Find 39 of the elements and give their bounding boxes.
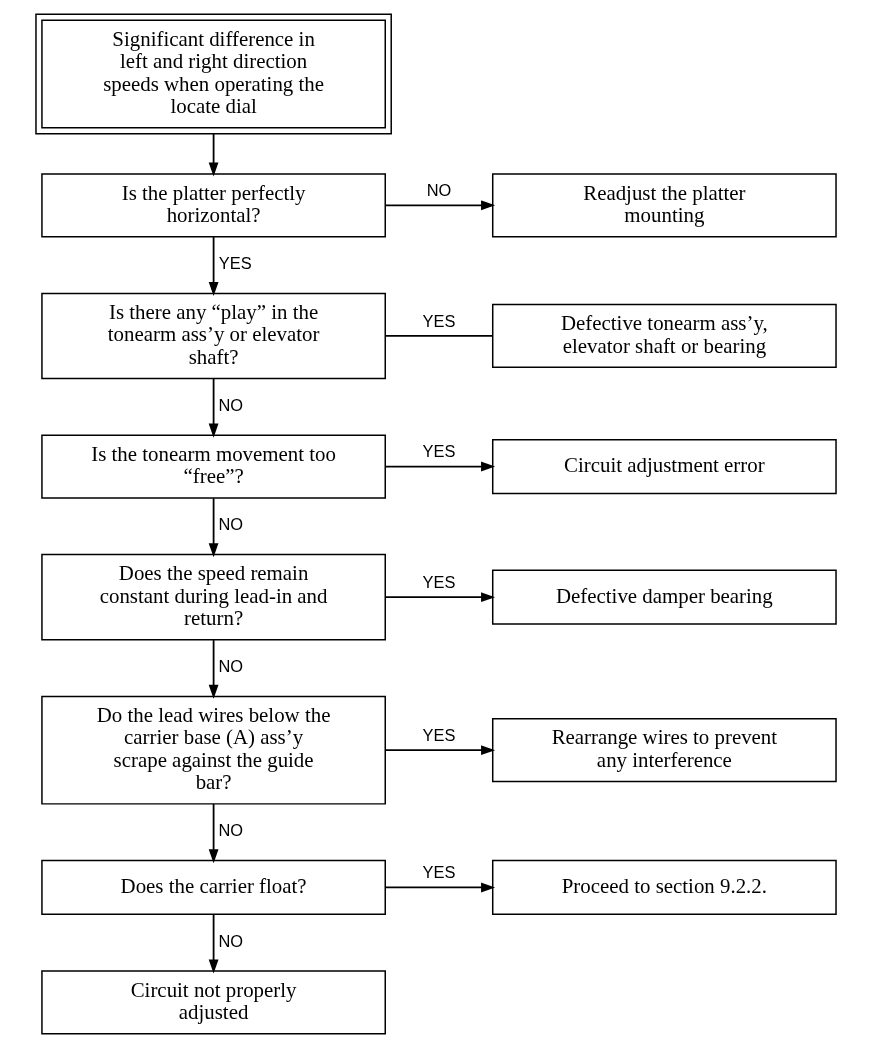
arrow bbox=[208, 377, 218, 438]
arrow bbox=[208, 133, 218, 177]
arrow bbox=[383, 200, 495, 211]
edge-label: NO bbox=[217, 515, 243, 534]
arrow bbox=[383, 882, 495, 893]
arrow bbox=[208, 497, 218, 558]
node-box: Is the tonearm movement too “free”? bbox=[40, 434, 386, 499]
edge-label: NO bbox=[217, 657, 243, 676]
connector bbox=[383, 335, 493, 337]
node-box: Does the carrier float? bbox=[40, 859, 386, 916]
arrow bbox=[208, 803, 218, 864]
arrow bbox=[208, 236, 218, 296]
edge-label: YES bbox=[422, 311, 455, 330]
node-box: Is the platter perfectly horizontal? bbox=[40, 173, 386, 238]
arrow bbox=[208, 639, 218, 699]
edge-label: NO bbox=[217, 931, 243, 950]
node-box: Proceed to section 9.2.2. bbox=[491, 859, 837, 916]
node-box: Circuit adjustment error bbox=[491, 438, 837, 495]
node-box: Rearrange wires to prevent any interference bbox=[491, 718, 837, 783]
edge-label: YES bbox=[422, 863, 455, 882]
node-box: Do the lead wires below the carrier base (A) ass’y scrape against the guide bar? bbox=[40, 695, 386, 805]
edge-label: NO bbox=[426, 181, 451, 200]
arrow bbox=[383, 592, 495, 603]
node-box: Significant difference in left and right direction speeds when operating the locate dial bbox=[34, 13, 392, 135]
arrow bbox=[208, 913, 218, 974]
edge-label: YES bbox=[218, 254, 252, 273]
arrow bbox=[383, 745, 495, 756]
arrow bbox=[383, 461, 495, 472]
edge-label: NO bbox=[217, 821, 243, 840]
node-box: Does the speed remain constant during lead-in and return? bbox=[40, 553, 386, 641]
node-box: Defective tonearm ass’y, elevator shaft or bearing bbox=[491, 303, 837, 368]
node-box: Circuit not properly adjusted bbox=[40, 970, 386, 1035]
node-box: Is there any “play” in the tonearm ass’y or elevator shaft? bbox=[40, 292, 386, 380]
node-box: Readjust the platter mounting bbox=[491, 173, 837, 238]
edge-label: YES bbox=[422, 442, 455, 461]
node-box: Defective damper bearing bbox=[491, 569, 837, 625]
edge-label: YES bbox=[422, 572, 455, 591]
edge-label: YES bbox=[422, 725, 455, 744]
edge-label: NO bbox=[217, 396, 243, 415]
